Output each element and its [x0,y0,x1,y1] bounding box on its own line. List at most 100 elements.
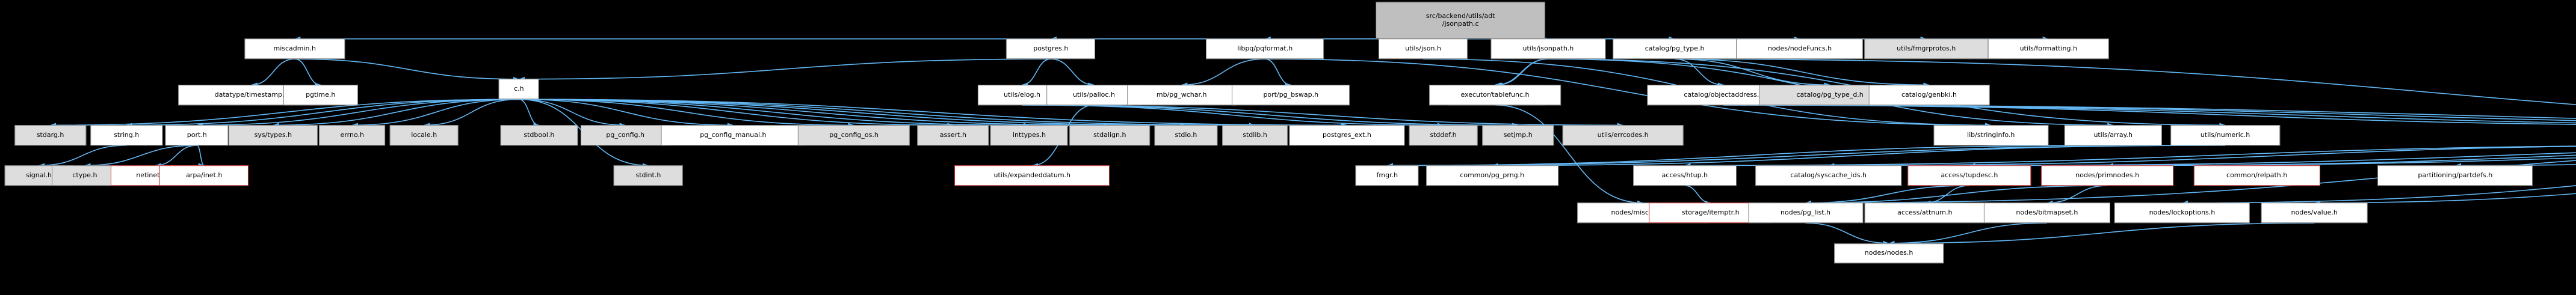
graph-edge [1675,58,1830,88]
graph-edge [1805,185,2108,205]
graph-edge [1969,152,2576,168]
graph-node-porth[interactable]: port.h [165,125,229,145]
graph-edge [39,145,127,168]
graph-node-catalogsyscacheids[interactable]: catalog/syscache_ids.h [1755,165,1902,186]
graph-node-utilsarray[interactable]: utils/array.h [2064,125,2162,145]
graph-edge [519,99,540,128]
graph-node-localeh[interactable]: locale.h [389,125,459,145]
graph-node-nodesvalue[interactable]: nodes/value.h [2261,202,2368,224]
graph-node-mbpgwchar[interactable]: mb/pg_wchar.h [1126,85,1237,105]
graph-edge [1181,58,1265,88]
graph-node-accesstupdesc[interactable]: access/tupdesc.h [1907,165,2031,186]
graph-node-utilsjsonpath[interactable]: utils/jsonpath.h [1490,38,1606,59]
graph-node-postgres[interactable]: postgres.h [1006,38,1096,59]
graph-edge [519,99,734,128]
graph-node-setjmph[interactable]: setjmp.h [1482,125,1554,145]
graph-edge [1022,105,1444,128]
graph-node-utilsjson[interactable]: utils/json.h [1378,38,1468,59]
graph-edge [352,99,519,128]
graph-node-cataloggenbki[interactable]: catalog/genbki.h [1868,85,1990,105]
graph-node-pgconfigos[interactable]: pg_config_os.h [797,125,910,145]
graph-node-miscadmin[interactable]: miscadmin.h [244,38,345,59]
graph-node-commonpgprng[interactable]: common/pg_prng.h [1425,165,1558,186]
graph-node-accessattnum[interactable]: access/attnum.h [1864,202,1986,224]
graph-node-inttypesh[interactable]: inttypes.h [990,125,1068,145]
graph-edge [1675,58,1929,88]
graph-node-pgtime[interactable]: pgtime.h [283,85,358,105]
graph-node-stdlibh[interactable]: stdlib.h [1222,125,1288,145]
graph-edge [1684,145,2576,168]
graph-node-accesshtup[interactable]: access/htup.h [1632,165,1737,186]
graph-node-stdinth[interactable]: stdint.h [614,165,683,186]
graph-edge [1051,58,1094,88]
graph-edge [1387,145,2226,168]
graph-edge [1387,145,2113,168]
graph-edge [519,99,854,128]
graph-node-pgconfigmanual[interactable]: pg_config_manual.h [661,125,805,145]
graph-edge [1675,58,1724,88]
graph-edge [519,58,1051,82]
graph-edge [1495,58,1548,88]
graph-edge [294,58,321,88]
graph-edge [1889,222,2047,246]
graph-edge [2107,157,2576,168]
graph-node-catalogpgtype[interactable]: catalog/pg_type.h [1613,38,1737,59]
graph-node-commonrelpath[interactable]: common/relpath.h [2193,165,2320,186]
graph-node-stdalignh[interactable]: stdalign.h [1069,125,1151,145]
graph-node-nodeslockoptions[interactable]: nodes/lockoptions.h [2114,202,2250,224]
graph-edge [2455,163,2576,168]
graph-edge [1805,222,1889,246]
graph-edge [1723,105,2576,124]
graph-node-utilsfmgrprotos[interactable]: utils/fmgrprotos.h [1864,38,1988,59]
graph-edge [196,145,205,168]
graph-node-errnoh[interactable]: errno.h [319,125,386,145]
graph-node-postgresext[interactable]: postgres_ext.h [1289,125,1404,145]
graph-node-utilsexpanded[interactable]: utils/expandeddatum.h [954,165,1110,186]
graph-node-nodesbitmapset[interactable]: nodes/bitmapset.h [1983,202,2110,224]
graph-node-ctypeh[interactable]: ctype.h [51,165,118,186]
graph-edge [1022,58,1051,88]
graph-node-portpglswap[interactable]: port/pg_bswap.h [1232,85,1350,105]
graph-node-stdboolh[interactable]: stdbool.h [500,125,578,145]
graph-edge [1805,185,1969,205]
graph-node-stdioh[interactable]: stdio.h [1154,125,1218,145]
graph-edge [1723,105,2576,121]
graph-node-arpainet[interactable]: arpa/inet.h [159,165,249,186]
graph-node-asserth[interactable]: assert.h [917,125,989,145]
graph-node-utilsformatting[interactable]: utils/formatting.h [1988,38,2109,59]
graph-edge [1723,105,2576,119]
graph-edge [1492,145,2226,168]
graph-node-libpqpqformat[interactable]: libpq/pqformat.h [1206,38,1324,59]
graph-node-systypes[interactable]: sys/types.h [228,125,318,145]
graph-node-stddefh[interactable]: stddef.h [1409,125,1478,145]
graph-node-nodesnodes[interactable]: nodes/nodes.h [1834,243,1944,264]
graph-edge [519,99,953,128]
graph-edge [1924,185,1969,205]
graph-node-nodesnodeFuncs[interactable]: nodes/nodeFuncs.h [1736,38,1864,59]
graph-node-fmgrh[interactable]: fmgr.h [1355,165,1419,186]
graph-edge [1684,185,1711,205]
graph-edge [2107,154,2576,168]
graph-node-executortablefunc[interactable]: executor/tablefunc.h [1429,85,1561,105]
graph-node-libstringinfo[interactable]: lib/stringinfo.h [1933,125,2049,145]
graph-edge [1022,105,1623,128]
graph-edge [519,99,626,128]
graph-node-nodesprimnodes[interactable]: nodes/primnodes.h [2041,165,2174,186]
graph-node-utilserrcodes[interactable]: utils/errcodes.h [1562,125,1684,145]
graph-node-root[interactable]: src/backend/utils/adt /jsonpath.c [1376,1,1546,39]
graph-node-nodespglist[interactable]: nodes/pg_list.h [1747,202,1864,224]
graph-edge [294,58,519,82]
graph-edge [519,99,1030,128]
graph-edge [1495,105,1643,205]
graph-node-stdargh[interactable]: stdarg.h [14,125,87,145]
graph-node-pgconfigh[interactable]: pg_config.h [581,125,670,145]
graph-node-ch[interactable]: c.h [498,79,539,100]
graph-edge [1496,58,1548,88]
graph-edge [155,145,197,168]
graph-edge [1265,58,1291,88]
graph-node-utilsnumeric[interactable]: utils/numeric.h [2170,125,2280,145]
graph-edge [1723,105,2576,125]
graph-node-partitioningpartdefs[interactable]: partitioning/partdefs.h [2377,165,2533,186]
graph-node-stringh[interactable]: string.h [90,125,162,145]
